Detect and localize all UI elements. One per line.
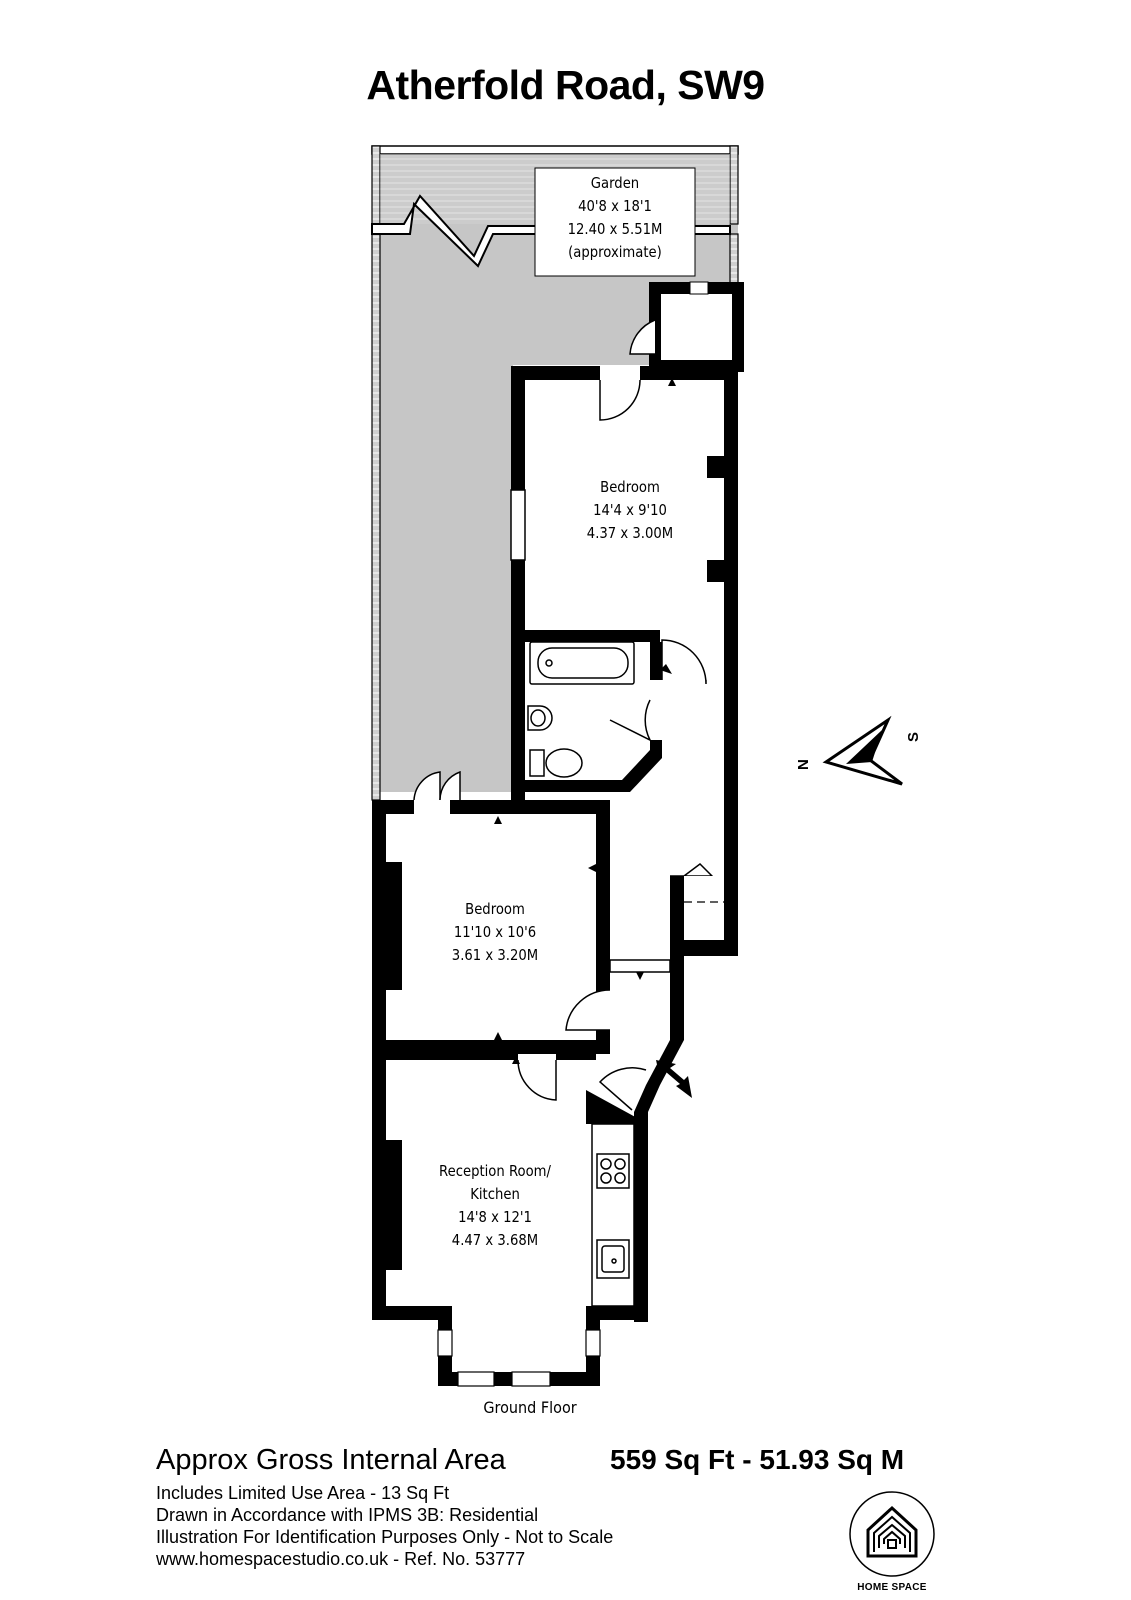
compass-north: N bbox=[795, 759, 812, 770]
walls bbox=[372, 366, 738, 1387]
wall-markers bbox=[386, 378, 676, 1264]
note-ipms: Drawn in Accordance with IPMS 3B: Reside… bbox=[156, 1505, 539, 1525]
garden-label: Garden 40'8 x 18'1 12.40 x 5.51M (approx… bbox=[545, 172, 686, 264]
area-title: Approx Gross Internal Area bbox=[156, 1444, 506, 1476]
page-title: Atherfold Road, SW9 bbox=[366, 62, 765, 108]
bedroom2-label: Bedroom 11'10 x 10'6 3.61 x 3.20M bbox=[429, 898, 561, 967]
doors bbox=[413, 379, 707, 1111]
floor-label: Ground Floor bbox=[483, 1398, 577, 1417]
garden-name: Garden bbox=[590, 174, 640, 192]
entrance-arrow-icon bbox=[656, 1060, 692, 1098]
reception-label: Reception Room/ Kitchen 14'8 x 12'1 4.47… bbox=[420, 1160, 570, 1252]
note-website-ref: www.homespacestudio.co.uk - Ref. No. 537… bbox=[156, 1549, 526, 1569]
reception-name-line1: Reception Room/ bbox=[439, 1162, 551, 1180]
reception-metric: 4.47 x 3.68M bbox=[451, 1231, 539, 1249]
note-limited-use: Includes Limited Use Area - 13 Sq Ft bbox=[156, 1483, 450, 1503]
bedroom1-label: Bedroom 14'4 x 9'10 4.37 x 3.00M bbox=[568, 476, 691, 545]
garden-imperial: 40'8 x 18'1 bbox=[578, 197, 652, 215]
area-value: 559 Sq Ft - 51.93 Sq M bbox=[610, 1444, 905, 1475]
kitchen-fixtures bbox=[591, 1123, 635, 1307]
bedroom2-name: Bedroom bbox=[465, 900, 525, 918]
reception-imperial: 14'8 x 12'1 bbox=[458, 1208, 532, 1226]
bedroom2-imperial: 11'10 x 10'6 bbox=[453, 923, 537, 941]
garden-area bbox=[371, 145, 739, 801]
garden-note: (approximate) bbox=[568, 243, 662, 261]
compass: N S bbox=[795, 715, 922, 786]
home-space-logo-icon bbox=[849, 1491, 935, 1577]
footer-notes: Includes Limited Use Area - 13 Sq Ft Dra… bbox=[156, 1482, 613, 1570]
bedroom1-name: Bedroom bbox=[600, 478, 660, 496]
bathroom-fixtures bbox=[527, 641, 635, 778]
garden-metric: 12.40 x 5.51M bbox=[567, 220, 663, 238]
bedroom1-metric: 4.37 x 3.00M bbox=[586, 524, 674, 542]
bedroom1-imperial: 14'4 x 9'10 bbox=[593, 501, 667, 519]
reception-name-line2: Kitchen bbox=[470, 1185, 520, 1203]
bedroom2-metric: 3.61 x 3.20M bbox=[451, 946, 539, 964]
logo-text: HOME SPACE bbox=[857, 1582, 927, 1593]
compass-south: S bbox=[905, 732, 922, 742]
note-illustration: Illustration For Identification Purposes… bbox=[156, 1527, 614, 1547]
